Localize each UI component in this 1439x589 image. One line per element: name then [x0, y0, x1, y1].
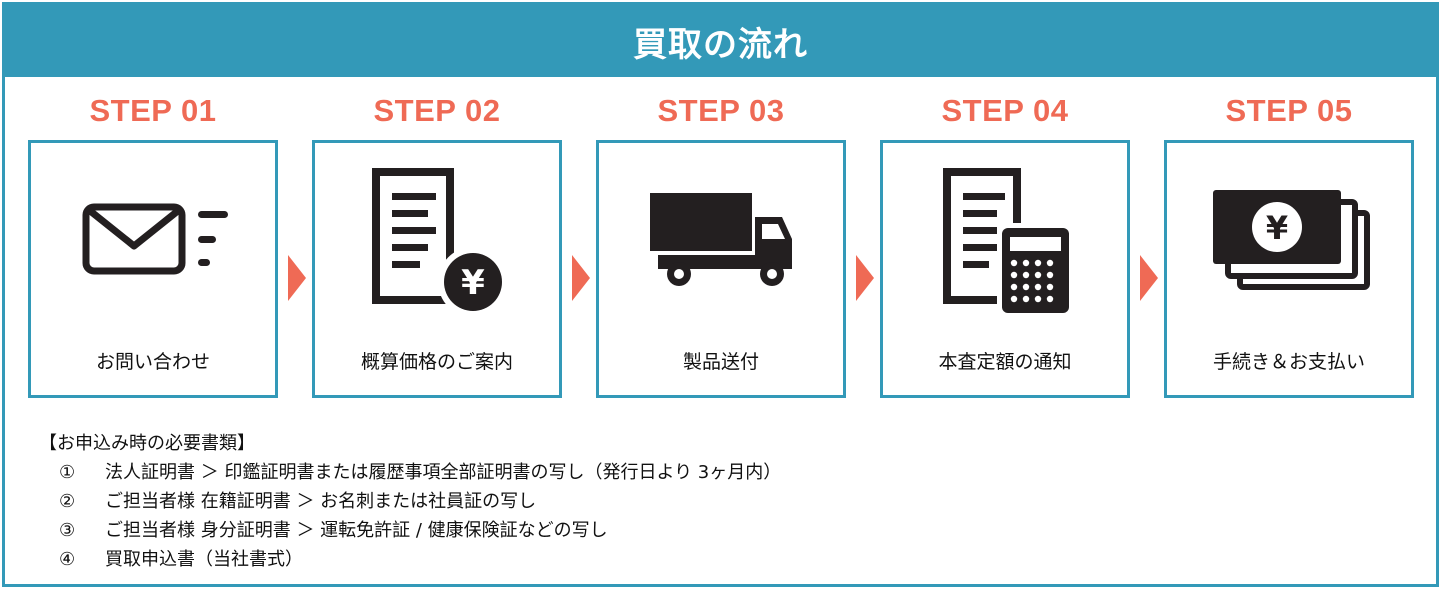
step-03-text: 製品送付	[682, 351, 759, 373]
required-document-item: ④ 買取申込書（当社書式）	[39, 545, 781, 574]
estimate-document-icon: ¥	[372, 168, 508, 317]
page-title: 買取の流れ	[633, 24, 808, 65]
required-documents-title: 【お申込み時の必要書類】	[39, 433, 255, 454]
item-text: ご担当者様 身分証明書 ＞ 運転免許証 / 健康保険証などの写し	[105, 520, 608, 541]
step-01-label: STEP 01	[89, 93, 217, 128]
flow-arrow-2	[572, 255, 590, 301]
item-text: 買取申込書（当社書式）	[105, 549, 303, 570]
required-document-item: ② ご担当者様 在籍証明書 ＞ お名刺または社員証の写し	[39, 487, 781, 516]
step-01-text: お問い合わせ	[95, 351, 210, 373]
calculator-document-icon	[943, 168, 1073, 315]
item-number: ①	[59, 462, 76, 483]
required-document-item: ③ ご担当者様 身分証明書 ＞ 運転免許証 / 健康保険証などの写し	[39, 516, 781, 545]
step-05-card: ¥ 手続き＆お支払い	[1164, 140, 1414, 398]
step-05-text: 手続き＆お支払い	[1212, 351, 1365, 373]
step-01-card: お問い合わせ	[28, 140, 278, 398]
step-03-label: STEP 03	[657, 93, 785, 128]
step-02-label: STEP 02	[373, 93, 501, 128]
step-02-text: 概算価格のご案内	[360, 351, 513, 373]
money-icon: ¥	[1213, 190, 1370, 290]
flow-arrow-3	[856, 255, 874, 301]
svg-text:¥: ¥	[1266, 209, 1288, 247]
item-number: ④	[59, 549, 76, 570]
item-text: 法人証明書 ＞ 印鑑証明書または履歴事項全部証明書の写し（発行日より 3ヶ月内）	[105, 462, 782, 483]
step-04-label: STEP 04	[941, 93, 1069, 128]
step-04-text: 本査定額の通知	[938, 351, 1072, 373]
required-document-item: ① 法人証明書 ＞ 印鑑証明書または履歴事項全部証明書の写し（発行日より 3ヶ月…	[39, 458, 781, 487]
step-04-card: 本査定額の通知	[880, 140, 1130, 398]
item-number: ②	[59, 491, 76, 512]
step-05-label: STEP 05	[1225, 93, 1353, 128]
truck-icon	[650, 193, 792, 286]
item-text: ご担当者様 在籍証明書 ＞ お名刺または社員証の写し	[105, 491, 537, 512]
required-documents: 【お申込み時の必要書類】 ① 法人証明書 ＞ 印鑑証明書または履歴事項全部証明書…	[39, 429, 781, 574]
step-03-card: 製品送付	[596, 140, 846, 398]
step-02-card: ¥ 概算価格のご案内	[312, 140, 562, 398]
svg-text:¥: ¥	[461, 263, 485, 303]
flow-arrow-4	[1140, 255, 1158, 301]
item-number: ③	[59, 520, 76, 541]
mail-icon	[82, 203, 228, 275]
header-bar: 買取の流れ	[5, 5, 1436, 77]
flow-arrow-1	[288, 255, 306, 301]
